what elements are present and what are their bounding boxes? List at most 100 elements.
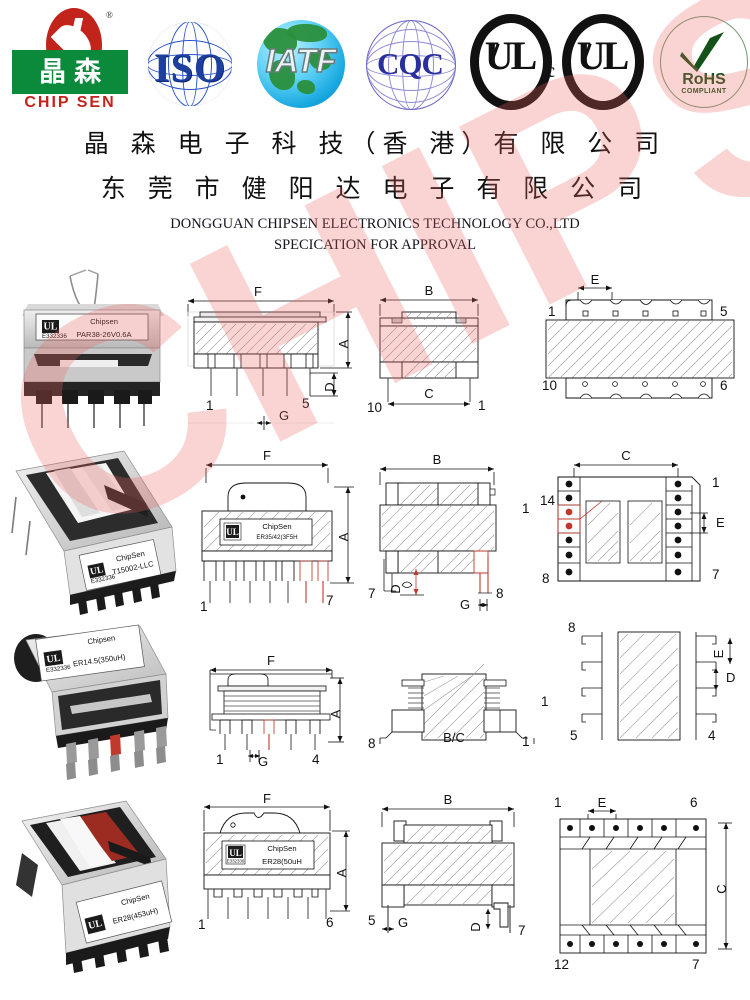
pin-7: 7 bbox=[326, 593, 334, 608]
ul-logo-1: UL bbox=[470, 14, 552, 110]
iatf-logo: IATF bbox=[252, 18, 350, 110]
pin-7: 7 bbox=[712, 567, 720, 582]
product-2-side-view: B bbox=[366, 443, 538, 618]
dim-E: E bbox=[711, 649, 726, 658]
dim-D: D bbox=[388, 584, 403, 593]
product-photo-4: UL ChipSen ER28(453uH) bbox=[8, 793, 180, 973]
dim-A: A bbox=[328, 709, 343, 718]
product-photo-1: UL E332336 Chipsen PAR38-26V0.6A bbox=[8, 268, 180, 443]
dim-E: E bbox=[591, 272, 600, 287]
svg-text:UL: UL bbox=[46, 653, 62, 666]
svg-text:E332336: E332336 bbox=[46, 664, 72, 674]
pin-7: 7 bbox=[368, 586, 376, 601]
pin-10: 10 bbox=[542, 378, 557, 393]
ul-letter-u: U bbox=[484, 33, 514, 78]
dim-F: F bbox=[263, 791, 271, 806]
chipsen-wordmark: CHIP SEN bbox=[24, 94, 116, 111]
ul-wordmark-1: UL bbox=[470, 36, 552, 76]
dim-E: E bbox=[598, 795, 607, 810]
dim-G: G bbox=[398, 915, 408, 930]
iso-logo: ISO bbox=[140, 22, 240, 106]
pin-6: 6 bbox=[720, 378, 728, 393]
iatf-globe-icon bbox=[257, 20, 345, 108]
pin-12: 12 bbox=[554, 957, 569, 972]
pin-5: 5 bbox=[570, 728, 578, 743]
photo-1-brand: Chipsen bbox=[90, 317, 118, 326]
pin-1: 1 bbox=[712, 475, 720, 490]
dim-A: A bbox=[336, 339, 351, 348]
photo-1-ul-file: E332336 bbox=[42, 333, 67, 340]
product-row-1: UL E332336 Chipsen PAR38-26V0.6A bbox=[0, 268, 750, 443]
registered-trademark-icon: ® bbox=[106, 10, 113, 20]
product-row-3: UL E332336 Chipsen ER14.5(350uH) bbox=[0, 618, 750, 793]
ul-letter-l: L bbox=[510, 33, 538, 78]
rohs-logo: RoHS COMPLIANT bbox=[660, 16, 748, 108]
dim-B: B bbox=[433, 452, 442, 467]
company-name-dongguan: 东 莞 市 健 阳 达 电 子 有 限 公 司 bbox=[100, 174, 650, 203]
svg-text:UL: UL bbox=[89, 565, 104, 578]
dim-A: A bbox=[334, 868, 349, 877]
product-photo-2: UL E332336 ChipSen T15002-LLC bbox=[8, 443, 180, 618]
dim-D: D bbox=[726, 670, 735, 685]
pin-1: 1 bbox=[198, 917, 206, 932]
svg-text:E332336: E332336 bbox=[227, 859, 245, 864]
rohs-wordmark: RoHS bbox=[682, 71, 726, 88]
pin-1: 1 bbox=[200, 599, 208, 614]
pin-8: 8 bbox=[496, 586, 504, 601]
product-2-front-view: F UL ChipS bbox=[182, 443, 362, 618]
pin-4: 4 bbox=[312, 752, 320, 767]
rohs-ring-icon bbox=[660, 16, 748, 108]
dim-C: C bbox=[621, 448, 630, 463]
pin-7: 7 bbox=[692, 957, 700, 972]
chipsen-chinese-name: 晶 森 bbox=[12, 50, 128, 94]
product-4-front-view: F UL E332336 bbox=[182, 791, 362, 968]
pin-1: 1 bbox=[522, 501, 530, 516]
ul-letter-l-2: L bbox=[602, 33, 630, 78]
pin-5: 5 bbox=[302, 396, 310, 411]
pin-1: 1 bbox=[541, 694, 549, 709]
pin-10: 10 bbox=[367, 400, 382, 415]
dim-F: F bbox=[263, 448, 271, 463]
iso-wordmark: ISO bbox=[154, 45, 226, 90]
dim-BC: B/C bbox=[443, 730, 465, 745]
dim-F: F bbox=[267, 653, 275, 668]
view-2-label-brand: ChipSen bbox=[262, 522, 291, 531]
product-3-front-view: F bbox=[182, 618, 362, 793]
product-4-side-view: B bbox=[366, 792, 538, 968]
photo-3-brand: Chipsen bbox=[87, 633, 116, 646]
product-1-front-view: F bbox=[182, 268, 362, 443]
pin-7: 7 bbox=[518, 923, 526, 938]
iso-globe-icon bbox=[148, 22, 232, 106]
pin-1: 1 bbox=[522, 734, 530, 749]
pin-8: 8 bbox=[568, 620, 576, 635]
product-3-top-view: 8 5 1 4 E D bbox=[540, 618, 746, 793]
product-4-bottom-view: E 1 6 bbox=[540, 793, 746, 972]
product-3-side-view: 8 1 B/C bbox=[366, 618, 538, 793]
chipsen-logo: ® 晶 森 CHIP SEN bbox=[10, 8, 130, 114]
cqc-globe-icon bbox=[366, 20, 456, 110]
document-title: SPECICATION FOR APPROVAL bbox=[274, 237, 476, 253]
dim-A: A bbox=[336, 532, 351, 541]
rohs-compliant-text: COMPLIANT bbox=[681, 88, 727, 95]
company-name-hk: 晶 森 电 子 科 技（香 港）有 限 公 司 bbox=[83, 129, 667, 158]
dim-G: G bbox=[460, 597, 470, 612]
chipsen-cn-char-2: 森 bbox=[74, 56, 101, 88]
svg-text:UL: UL bbox=[44, 322, 58, 333]
company-name-english: DONGGUAN CHIPSEN ELECTRONICS TECHNOLOGY … bbox=[170, 216, 580, 232]
cqc-wordmark: CQC bbox=[377, 46, 444, 81]
cqc-logo: CQC bbox=[360, 20, 460, 110]
pin-5: 5 bbox=[720, 304, 728, 319]
rohs-checkmark-icon bbox=[680, 32, 724, 72]
dim-G: G bbox=[279, 408, 289, 423]
ul-letter-u-2: U bbox=[576, 33, 606, 78]
dim-C: C bbox=[424, 386, 433, 401]
photo-1-part: PAR38-26V0.6A bbox=[76, 330, 132, 339]
product-row-2: UL E332336 ChipSen T15002-LLC bbox=[0, 443, 750, 618]
product-1-top-view: E 1 5 bbox=[540, 268, 746, 443]
dim-B: B bbox=[425, 283, 434, 298]
pin-1: 1 bbox=[548, 304, 556, 319]
ul-oval-icon bbox=[470, 14, 552, 110]
dim-F: F bbox=[254, 284, 262, 299]
pin-8: 8 bbox=[368, 736, 376, 751]
dim-D: D bbox=[322, 382, 337, 391]
